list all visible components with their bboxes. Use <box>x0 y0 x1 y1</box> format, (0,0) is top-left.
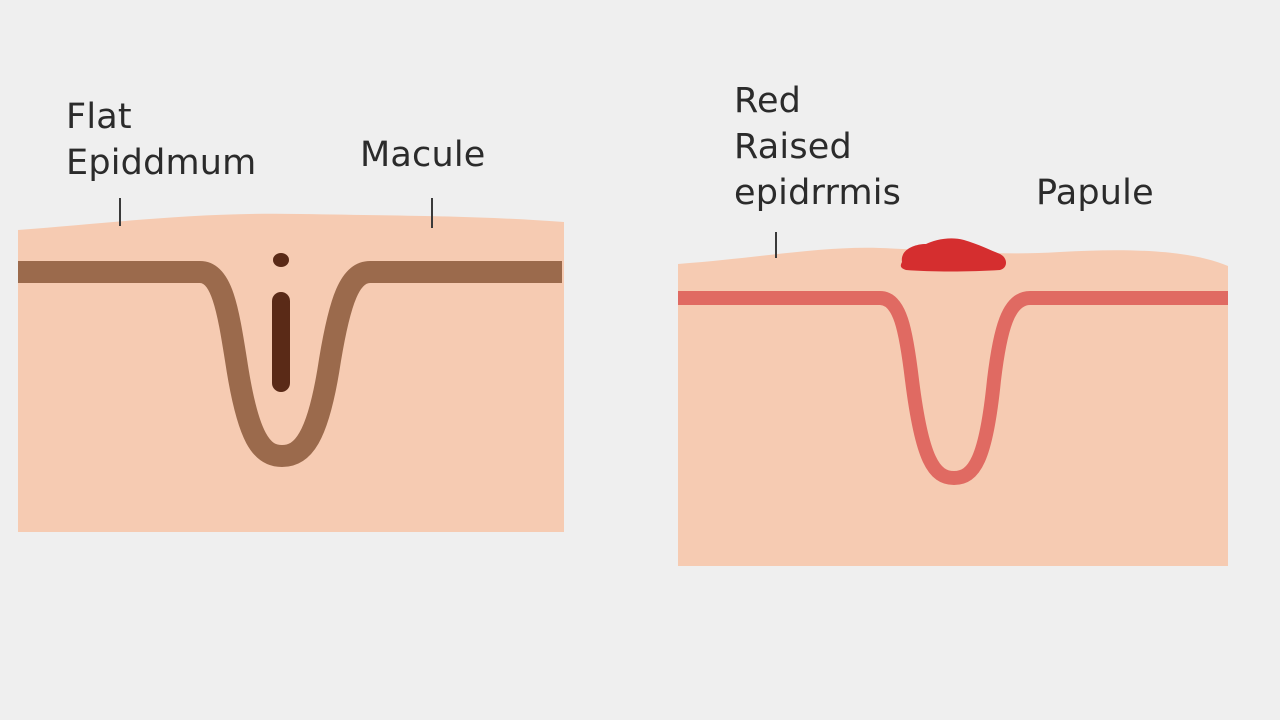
macule-diagram <box>18 198 564 532</box>
red-raised-epidermis-label-line3: epidrrmis <box>734 173 902 213</box>
macule-skin-block <box>18 213 564 532</box>
macule-label: Macule <box>360 135 486 175</box>
red-raised-epidermis-label-line1: Red <box>734 81 802 121</box>
papule-skin-block <box>678 247 1228 566</box>
papule-diagram <box>678 232 1228 566</box>
macule-pigment-streak <box>272 292 290 392</box>
papule-red-lesion <box>900 238 1006 272</box>
macule-epidermis-line <box>18 261 562 467</box>
red-raised-epidermis-label-line2: Raised <box>734 127 852 167</box>
papule-epidermis-line <box>678 291 1228 485</box>
papule-label: Papule <box>1036 173 1154 213</box>
flat-epidermis-label-line1: Flat <box>66 97 132 137</box>
flat-epidermis-label-line2: Epiddmum <box>66 143 257 183</box>
macule-pigment-dot <box>273 253 289 267</box>
